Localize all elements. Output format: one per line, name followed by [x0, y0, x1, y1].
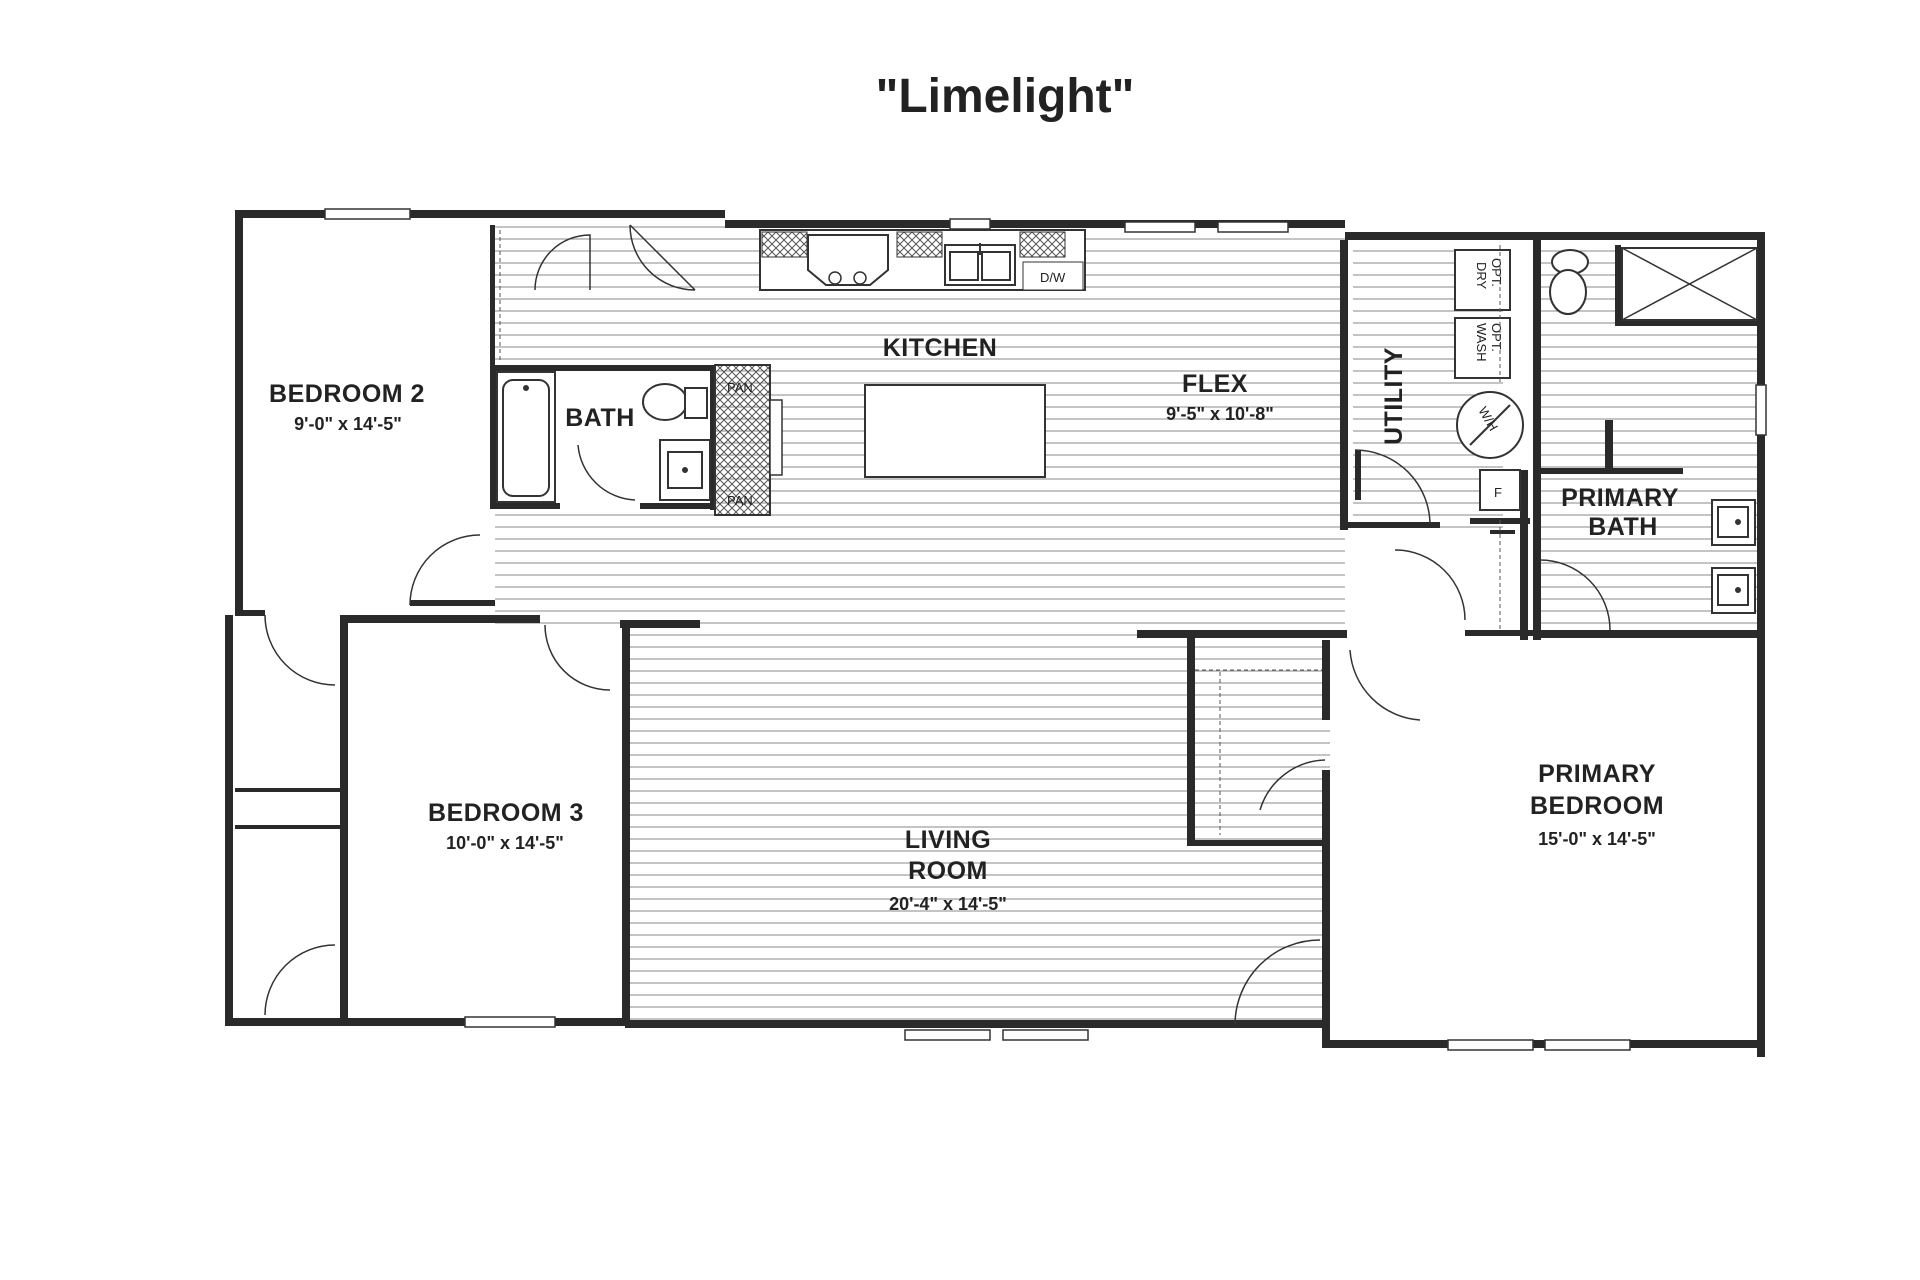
living-room-label-line1: LIVING — [905, 826, 991, 854]
water-heater-icon: W/H — [1456, 391, 1524, 459]
washer-label-line2: WASH — [1474, 323, 1489, 362]
primary-bedroom-label-line2: BEDROOM — [1530, 792, 1664, 820]
primary-toilet-icon — [1549, 249, 1589, 315]
closets — [499, 230, 1501, 835]
primary-bedroom-label-line1: PRIMARY — [1538, 760, 1656, 788]
primary-sink-upper-icon — [1711, 499, 1756, 546]
bath-label: BATH — [565, 404, 635, 432]
bath-sink-icon — [659, 439, 711, 501]
bedroom3-dims: 10'-0" x 14'-5" — [446, 833, 564, 853]
toilet-icon — [642, 383, 708, 421]
door-swings — [264, 224, 1611, 1026]
dishwasher-label: D/W — [1040, 270, 1066, 285]
primary-sink-lower-icon — [1711, 567, 1756, 614]
flex-label: FLEX — [1182, 370, 1248, 398]
dryer-label-line1: OPT. — [1489, 258, 1504, 287]
kitchen-label: KITCHEN — [883, 334, 998, 362]
dryer-label-line2: DRY — [1474, 262, 1489, 290]
flex-dims: 9'-5" x 10'-8" — [1166, 404, 1274, 424]
bathtub-icon — [496, 371, 556, 503]
bedroom3-label: BEDROOM 3 — [428, 799, 584, 827]
kitchen-sink-icon — [944, 243, 1016, 286]
utility-label: UTILITY — [1380, 347, 1408, 445]
bedroom2-label: BEDROOM 2 — [269, 380, 425, 408]
exterior-walls — [225, 210, 1765, 1057]
windows — [324, 208, 1767, 1051]
primary-bath-label-line2: BATH — [1588, 513, 1658, 541]
living-room-dims: 20'-4" x 14'-5" — [889, 894, 1007, 914]
plan-title: "Limelight" — [876, 70, 1135, 123]
interior-walls — [235, 225, 1760, 1045]
room-labels: BEDROOM 2 9'-0" x 14'-5" BATH KITCHEN FL… — [269, 334, 1679, 914]
pantry-top-label: PAN — [727, 380, 753, 395]
pantry-bottom-label: PAN — [727, 493, 753, 508]
dishwasher: D/W — [1022, 261, 1084, 291]
living-room-label-line2: ROOM — [908, 857, 988, 885]
furnace-icon: F — [1479, 469, 1521, 511]
furnace-label: F — [1494, 485, 1502, 500]
shower-icon — [1621, 247, 1758, 321]
bedroom2-dims: 9'-0" x 14'-5" — [294, 414, 402, 434]
washer-icon: OPT. WASH — [1454, 317, 1511, 379]
primary-bath-label-line1: PRIMARY — [1561, 484, 1679, 512]
kitchen-island — [864, 384, 1046, 478]
dryer-icon: OPT. DRY — [1454, 249, 1511, 311]
pantry: PAN PAN — [714, 364, 783, 516]
range-icon — [807, 234, 889, 286]
primary-bedroom-dims: 15'-0" x 14'-5" — [1538, 829, 1656, 849]
washer-label-line1: OPT. — [1489, 323, 1504, 352]
